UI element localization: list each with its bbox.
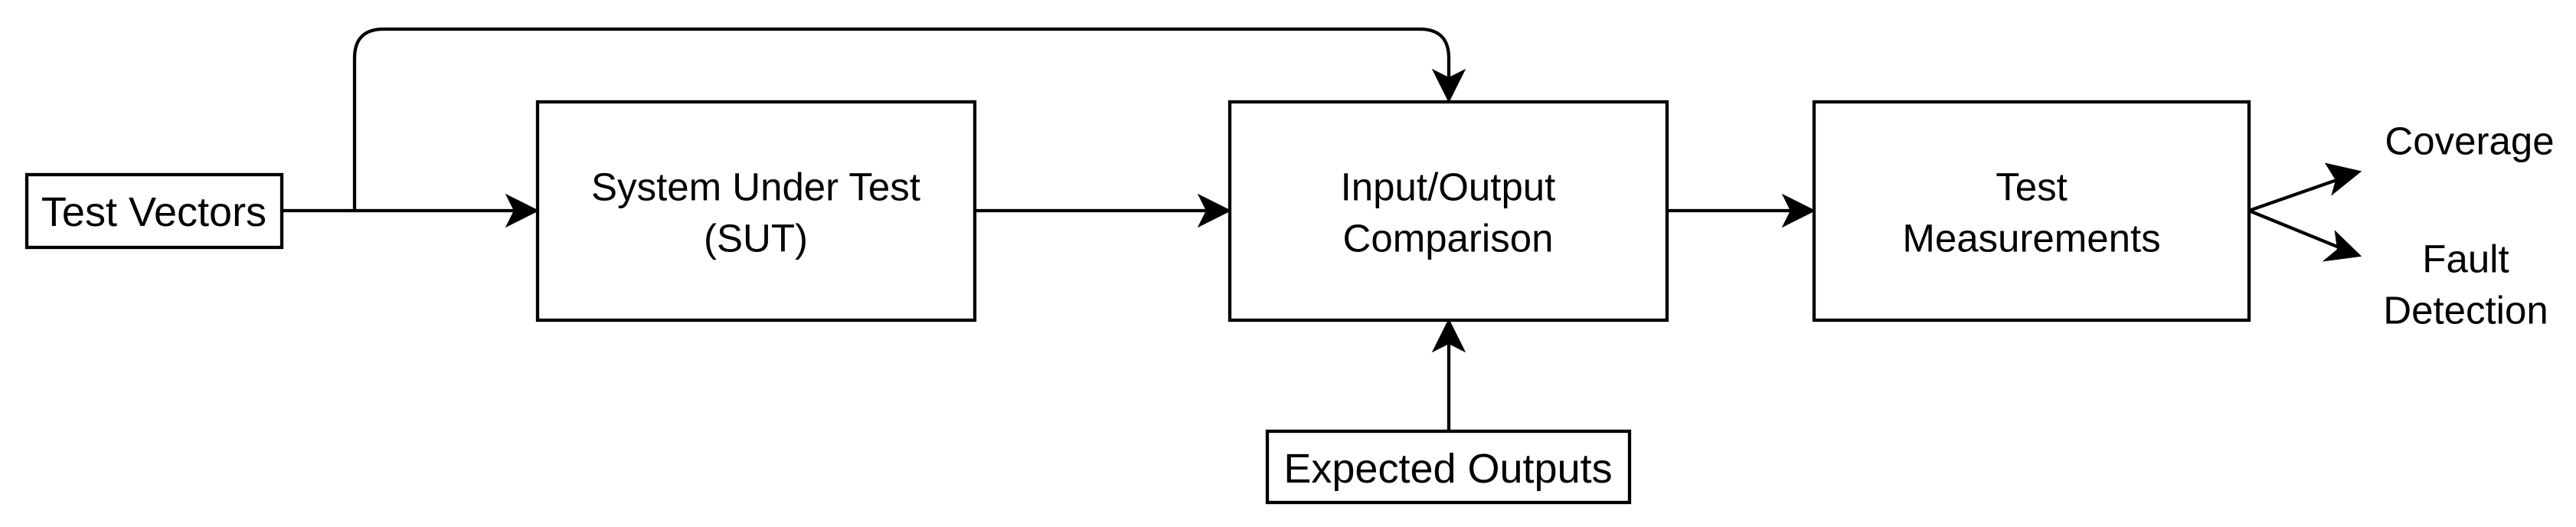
arrowhead-measurements-to-coverage: [2324, 162, 2362, 196]
measurements-label-line2: Measurements: [1902, 217, 2160, 260]
edge-measurements-to-fault-detection: [2248, 209, 2346, 251]
edge-measurements-to-coverage: [2248, 175, 2344, 213]
arrowhead-expected-to-comparison: [1431, 318, 1466, 353]
arrowhead-sut-to-comparison: [1197, 193, 1232, 228]
arrowhead-measurements-to-fault-detection: [2322, 230, 2362, 262]
measurements-label-line1: Test: [1996, 165, 2068, 209]
fault-detection-label-line1: Fault: [2422, 237, 2509, 281]
sut-label-line2: (SUT): [704, 217, 808, 260]
node-test-measurements: Test Measurements: [1812, 100, 2251, 322]
arrowhead-comparison-to-measurements: [1781, 193, 1816, 228]
arrowhead-vectors-to-sut: [505, 193, 540, 228]
sut-box: [535, 100, 977, 322]
edge-vectors-to-comparison: [352, 27, 1451, 211]
node-test-vectors: Test Vectors: [25, 172, 284, 250]
expected-outputs-label: Expected Outputs: [1283, 446, 1612, 492]
comparison-label-line2: Comparison: [1343, 217, 1554, 260]
node-input-output-comparison: Input/Output Comparison: [1228, 100, 1669, 322]
sut-label-line1: System Under Test: [591, 165, 920, 209]
coverage-label: Coverage: [2385, 119, 2554, 163]
comparison-box: [1228, 100, 1669, 322]
expected-outputs-box: [1265, 429, 1632, 505]
test-vectors-label: Test Vectors: [41, 189, 266, 235]
arrowhead-vectors-to-comparison: [1431, 68, 1466, 103]
measurements-box: [1812, 100, 2251, 322]
comparison-label-line1: Input/Output: [1341, 165, 1556, 209]
test-vectors-box: [25, 172, 284, 250]
node-system-under-test: System Under Test (SUT): [535, 100, 977, 322]
node-expected-outputs: Expected Outputs: [1265, 429, 1632, 505]
fault-detection-label-line2: Detection: [2383, 289, 2548, 332]
